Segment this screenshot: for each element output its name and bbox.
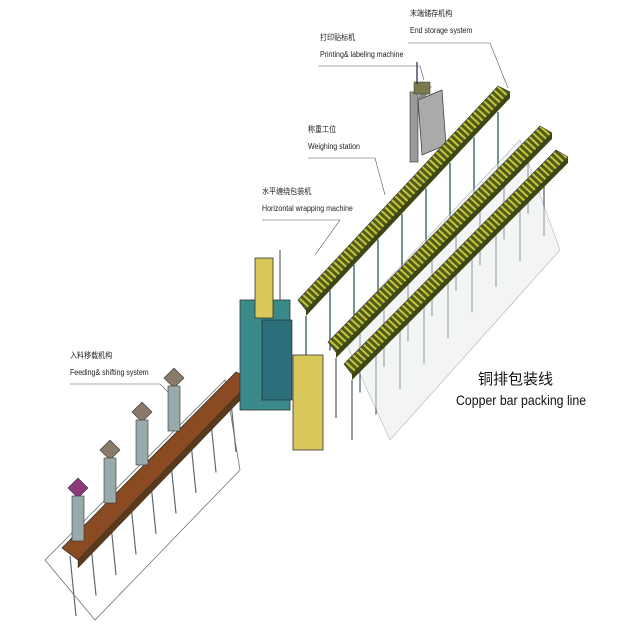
label-en: Horizontal wrapping machine xyxy=(262,204,353,213)
label-cn: 称重工位 xyxy=(308,125,337,134)
frame-leg xyxy=(69,555,77,617)
station-head xyxy=(99,439,121,461)
label-cn: 入料移载机构 xyxy=(70,351,113,360)
label-wrapping: 水平缠绕包装机 Horizontal wrapping machine xyxy=(262,186,353,214)
printing-labeling-machine xyxy=(409,62,447,163)
label-end-storage: 末端储存机构 End storage system xyxy=(410,8,472,36)
title-en: Copper bar packing line xyxy=(456,392,587,408)
feeding-stations xyxy=(67,367,185,542)
label-en: Feeding& shifting system xyxy=(70,368,149,377)
leader-lines xyxy=(70,42,509,393)
label-feeding: 入料移载机构 Feeding& shifting system xyxy=(70,350,149,378)
label-weighing: 称重工位 Weighing station xyxy=(308,124,360,152)
label-cn: 末端储存机构 xyxy=(410,9,453,18)
feeding-base-frame xyxy=(44,379,241,621)
label-en: End storage system xyxy=(410,26,473,35)
label-en: Weighing station xyxy=(308,142,360,151)
label-en: Printing& labeling machine xyxy=(320,50,404,59)
station-head xyxy=(67,477,89,499)
station-head xyxy=(131,401,153,423)
feeding-conveyor xyxy=(61,371,253,561)
storage-conveyors xyxy=(297,85,569,380)
diagram-title: 铜排包装线 Copper bar packing line xyxy=(456,368,604,408)
horizontal-wrapping-machine xyxy=(239,250,324,451)
label-cn: 水平缠绕包装机 xyxy=(262,187,312,196)
station-head xyxy=(163,367,185,389)
label-printing: 打印贴标机 Printing& labeling machine xyxy=(320,32,403,60)
label-cn: 打印贴标机 xyxy=(320,33,356,42)
station-column xyxy=(167,385,181,432)
station-column xyxy=(135,419,149,466)
station-column xyxy=(103,457,117,504)
station-column xyxy=(71,495,85,542)
title-cn: 铜排包装线 xyxy=(478,371,554,388)
